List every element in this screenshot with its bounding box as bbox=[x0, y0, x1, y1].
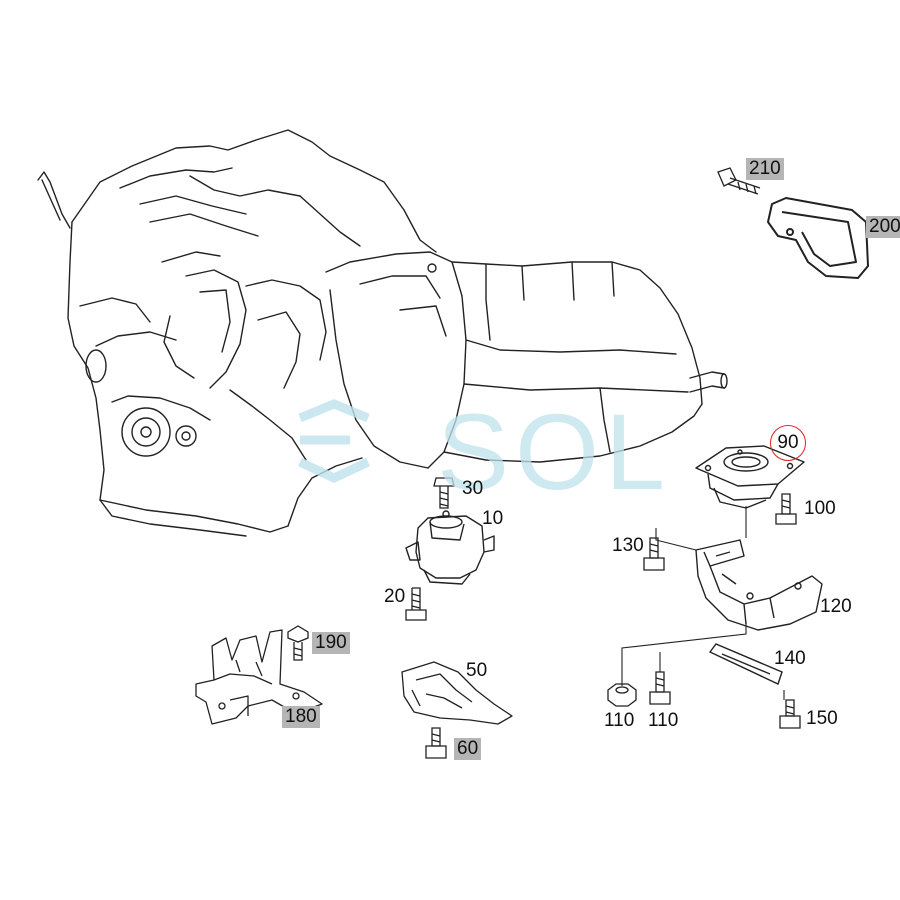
crossmember-bracket-120 bbox=[696, 540, 822, 630]
label-part-200: 200 bbox=[866, 216, 900, 238]
label-part-50: 50 bbox=[466, 660, 488, 681]
bolt-100 bbox=[776, 494, 796, 524]
bolt-30 bbox=[434, 478, 454, 508]
label-part-180: 180 bbox=[282, 706, 320, 728]
watermark-logo-icon bbox=[300, 404, 368, 478]
heat-shield-50 bbox=[402, 662, 512, 724]
engine-mount-10 bbox=[406, 511, 494, 584]
plate-140 bbox=[710, 644, 782, 684]
engine-transmission-assembly bbox=[38, 130, 727, 536]
label-part-140: 140 bbox=[774, 648, 806, 669]
label-part-20: 20 bbox=[384, 586, 406, 607]
bolt-20 bbox=[406, 588, 426, 620]
bolt-150 bbox=[780, 700, 800, 728]
watermark-text: SOL bbox=[437, 391, 672, 512]
bolt-210 bbox=[718, 168, 760, 194]
leader-lines bbox=[622, 506, 784, 700]
label-part-120: 120 bbox=[820, 596, 852, 617]
label-part-110-bolt: 110 bbox=[648, 710, 679, 731]
bolt-60 bbox=[426, 728, 446, 758]
label-part-10: 10 bbox=[482, 508, 504, 529]
transmission-mount-90 bbox=[696, 446, 804, 508]
bolt-110 bbox=[650, 672, 670, 704]
label-part-150: 150 bbox=[806, 708, 838, 729]
label-part-100: 100 bbox=[804, 498, 836, 519]
bolt-190 bbox=[288, 626, 308, 660]
label-part-90: 90 bbox=[770, 425, 806, 461]
label-part-130: 130 bbox=[612, 535, 644, 556]
label-part-190: 190 bbox=[312, 632, 350, 654]
label-part-110-nut: 110 bbox=[604, 710, 635, 731]
label-part-210: 210 bbox=[746, 158, 784, 180]
label-part-60: 60 bbox=[454, 738, 482, 760]
nut-110 bbox=[608, 684, 636, 706]
label-part-30: 30 bbox=[462, 478, 484, 499]
bolt-130 bbox=[644, 538, 664, 570]
bracket-200 bbox=[768, 198, 868, 278]
